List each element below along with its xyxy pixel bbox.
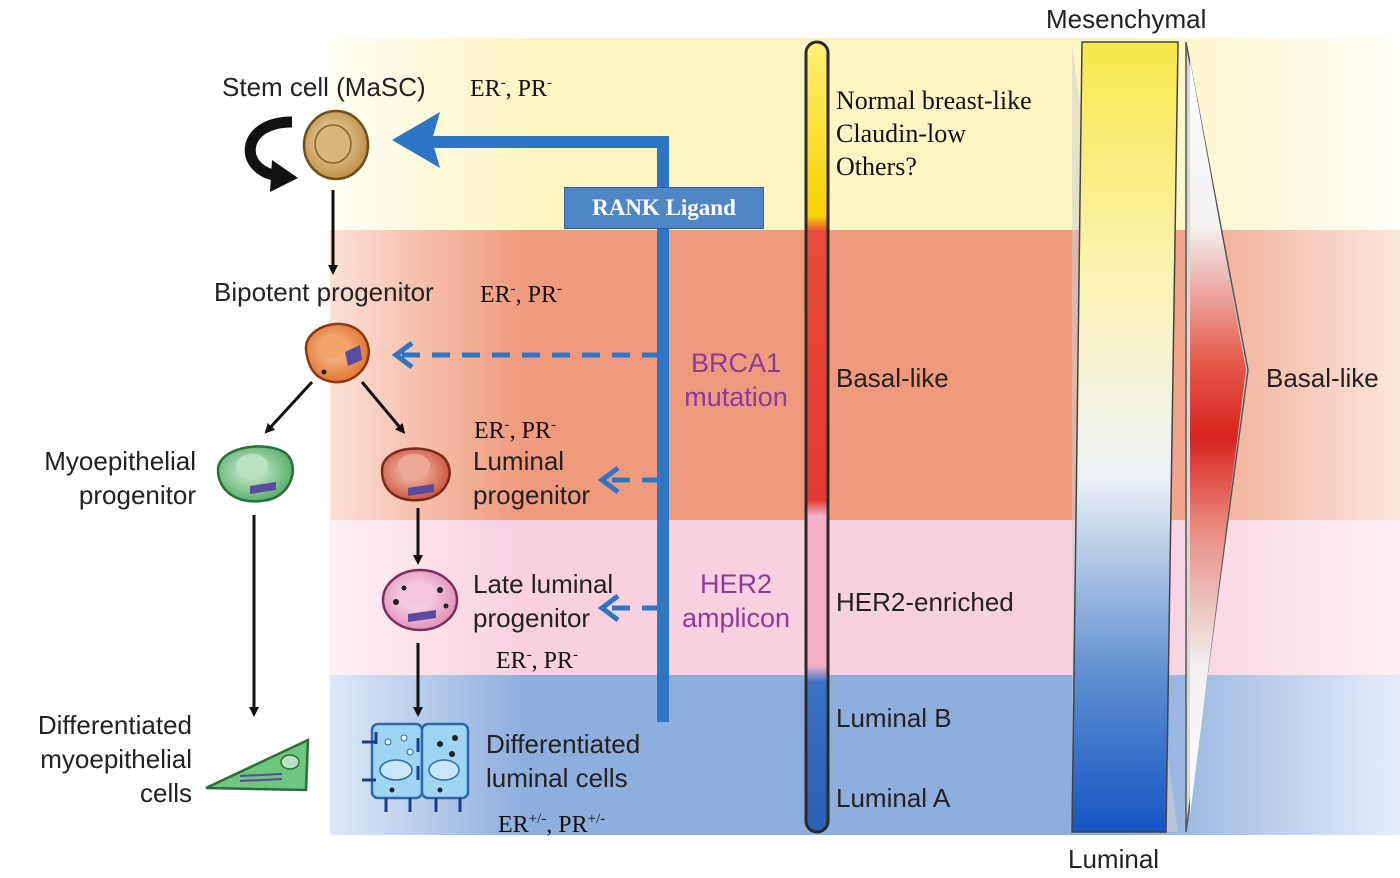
basal-triangle-red (1190, 60, 1246, 815)
differentiated-myoepithelial-cell-icon (205, 737, 310, 792)
subtype-claudin-low: Claudin-low (836, 119, 966, 148)
differentiated-luminal-label: Differentiated luminal cells (486, 729, 641, 793)
rank-ligand-line (420, 136, 669, 722)
myoepithelial-progenitor-cell-icon (216, 445, 294, 503)
mesenchymal-luminal-triangle (1071, 41, 1179, 833)
bipotent-receptor-status: ER-, PR- (480, 281, 563, 309)
stem-cell-icon (302, 109, 370, 181)
late-luminal-progenitor-label: Late luminal progenitor (473, 569, 614, 633)
arrow-bipotent-to-myo (264, 380, 314, 434)
band-normal (330, 38, 1400, 230)
bipotent-progenitor-label: Bipotent progenitor (214, 277, 434, 307)
late-luminal-receptor-status: ER-, PR- (496, 647, 579, 675)
subtype-her2-enriched: HER2-enriched (836, 587, 1014, 617)
rank-ligand-label: RANK Ligand (592, 195, 736, 220)
self-renewal-arrow (244, 116, 293, 182)
myoepithelial-progenitor-label: Myoepithelial progenitor (44, 446, 196, 510)
rank-ligand-box: RANK Ligand (564, 187, 764, 229)
differentiated-luminal-cells-icon (362, 722, 470, 812)
subtype-normal-breast-like: Normal breast-like (836, 86, 1032, 115)
band-luminal (330, 675, 1400, 835)
subtype-luminal-b: Luminal B (836, 703, 952, 733)
subtype-others: Others? (836, 152, 917, 181)
stem-receptor-status: ER-, PR- (470, 75, 553, 103)
bipotent-progenitor-cell-icon (304, 322, 371, 384)
brca1-mutation-label: BRCA1 mutation (684, 348, 788, 412)
basal-like-right-label: Basal-like (1266, 363, 1379, 393)
late-luminal-arrowhead (597, 594, 620, 622)
stem-cell-label: Stem cell (MaSC) (222, 72, 426, 102)
subtype-normal-group: Normal breast-like Claudin-low Others? (836, 84, 1032, 183)
luminal-progenitor-cell-icon (380, 447, 451, 502)
mesenchymal-label: Mesenchymal (1046, 4, 1207, 34)
her2-amplicon-label: HER2 amplicon (681, 569, 791, 633)
luminal-receptor-status: ER-, PR- (474, 417, 557, 445)
subtype-basal-like: Basal-like (836, 363, 949, 393)
arrow-bipotent-to-luminal (360, 381, 406, 434)
differentiated-myoepithelial-label: Differentiated myoepithelial cells (37, 710, 192, 808)
differentiated-luminal-receptor-status: ER+/-, PR+/- (498, 811, 606, 839)
self-renewal-arrowhead (270, 160, 298, 192)
subtype-luminal-a: Luminal A (836, 783, 951, 813)
luminal-arrowhead (597, 466, 620, 494)
late-luminal-progenitor-cell-icon (381, 568, 459, 632)
subtype-bar (804, 40, 830, 834)
luminal-progenitor-label: Luminal progenitor (473, 446, 591, 510)
luminal-bottom-label: Luminal (1068, 844, 1160, 874)
brca1-arrowhead (391, 341, 414, 369)
rank-ligand-arrowhead (392, 112, 440, 168)
